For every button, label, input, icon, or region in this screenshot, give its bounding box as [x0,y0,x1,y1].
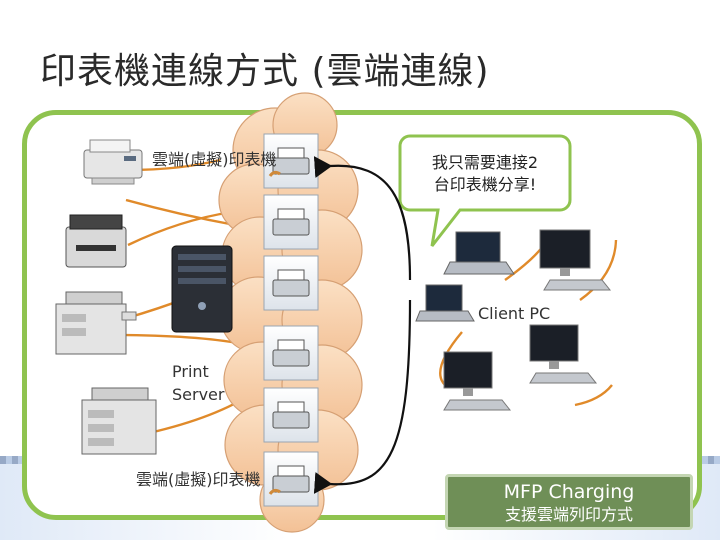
copier-printer-icon [81,387,157,455]
multifunction-printer-icon [65,214,127,268]
desktop-pc-icon [529,324,598,384]
print-server-label: Print Server [172,362,225,404]
client-pc-label: Client PC [478,304,551,323]
print-server-icon [171,245,233,333]
slide-title: 印表機連線方式 (雲端連線) [40,51,490,92]
desktop-pc-icon [443,351,512,411]
virtual-printer-icon [263,194,319,250]
virtual-printer-icon [263,451,319,507]
desktop-pc-icon [539,229,612,291]
virtual-printer-label-bottom: 雲端(虛擬)印表機 [136,470,261,489]
badge-title: MFP Charging [503,481,635,503]
callout-text: 我只需要連接2 台印表機分享! [431,153,539,194]
connection-arrows [313,156,412,494]
virtual-printer-icon [263,133,319,189]
laptop-icon [443,231,515,275]
virtual-printer-icon [263,325,319,381]
virtual-printer-tiles [263,133,319,507]
mfp-charging-badge: MFP Charging 支援雲端列印方式 [445,474,693,530]
speech-callout [398,134,572,247]
laptop-icon [415,284,475,322]
badge-subtitle: 支援雲端列印方式 [504,505,633,524]
virtual-printer-label-top: 雲端(虛擬)印表機 [152,150,277,169]
copier-printer-icon [55,291,137,355]
virtual-printer-icon [263,387,319,443]
virtual-printer-icon [263,255,319,311]
laser-printer-icon [83,139,143,185]
